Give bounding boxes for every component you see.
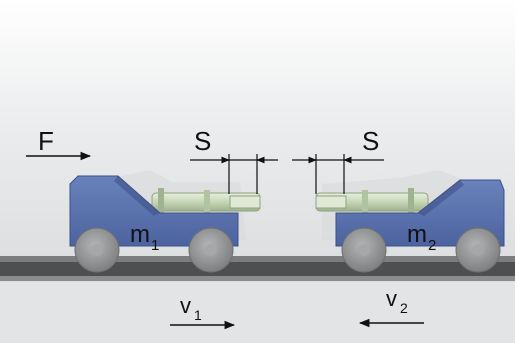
buffer-right (315, 188, 429, 216)
velocity-right-symbol: v (386, 286, 397, 311)
wheel-left-rear (188, 227, 234, 273)
force-indicator: F (26, 126, 92, 161)
wheel-right-rear (455, 227, 501, 273)
cart-left (69, 170, 261, 273)
force-label: F (38, 126, 54, 156)
rail-track (0, 256, 515, 281)
mass-label-left: m 1 (130, 221, 159, 254)
stroke-right-label: S (362, 126, 379, 156)
stroke-dimension-right: S (292, 126, 384, 194)
mass-left-symbol: m (130, 221, 150, 248)
buffer-left (151, 188, 261, 216)
mass-label-right: m 2 (407, 221, 436, 254)
velocity-indicator-left: v 1 (170, 293, 236, 330)
mass-right-subscript: 2 (428, 237, 436, 254)
mass-left-subscript: 1 (151, 237, 159, 254)
stroke-left-label: S (194, 126, 211, 156)
velocity-right-subscript: 2 (400, 300, 408, 316)
velocity-indicator-right: v 2 (358, 286, 424, 328)
wheel-left-front (74, 227, 120, 273)
velocity-left-symbol: v (180, 293, 191, 318)
cart-right (315, 170, 505, 273)
wheel-right-front (341, 227, 387, 273)
stroke-dimension-left: S (190, 126, 278, 194)
mass-right-symbol: m (407, 221, 427, 248)
velocity-left-subscript: 1 (194, 307, 202, 323)
floor (0, 282, 515, 343)
